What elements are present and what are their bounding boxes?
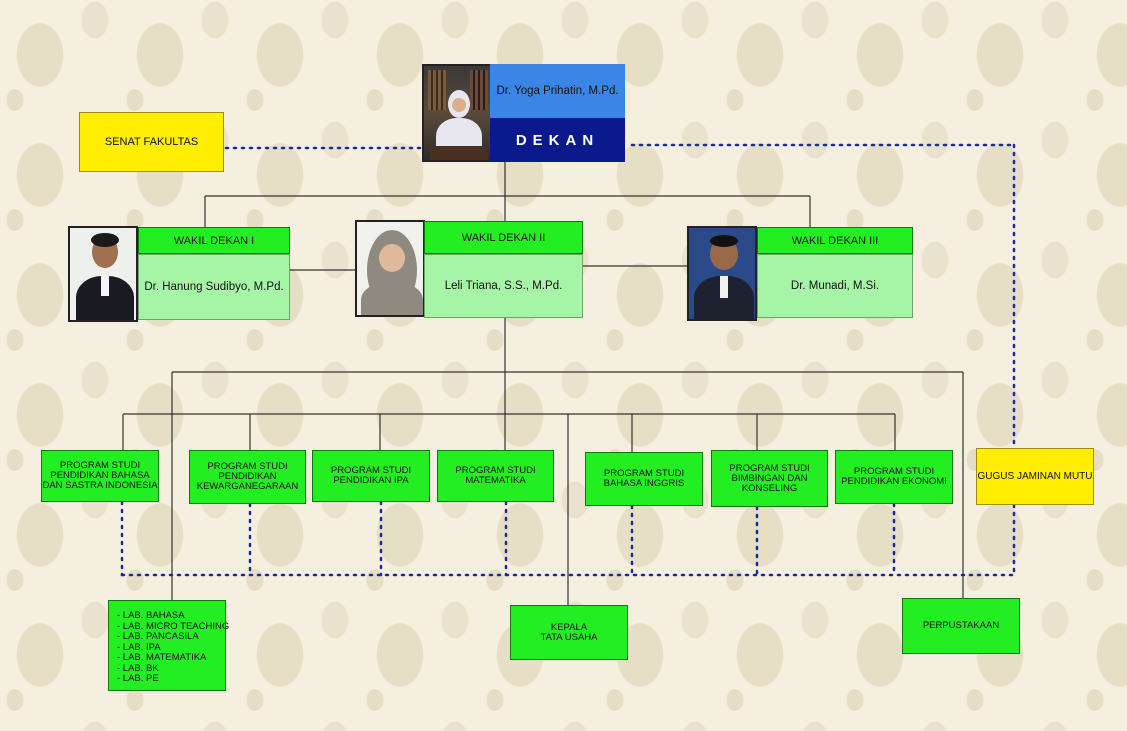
vice-dean-1-title: WAKIL DEKAN I — [138, 227, 290, 254]
vice-dean-2-photo — [355, 220, 425, 317]
vice-dean-3-name: Dr. Munadi, M.Si. — [757, 254, 913, 318]
program-label: PROGRAM STUDI PENDIDIKAN EKONOMI — [841, 466, 947, 487]
dean-title: DEKAN — [490, 118, 625, 162]
lab-item: - LAB. MATEMATIKA — [117, 652, 207, 663]
vice-dean-2-title: WAKIL DEKAN II — [424, 221, 583, 254]
labs-box: - LAB. BAHASA - LAB. MICRO TEACHING - LA… — [108, 600, 230, 691]
dean-photo — [422, 64, 492, 162]
lab-item: - LAB. BAHASA — [117, 610, 185, 621]
library-box: PERPUSTAKAAN — [902, 598, 1020, 654]
admin-label: KEPALA TATA USAHA — [540, 621, 598, 643]
program-box-bahasa-indonesia: PROGRAM STUDI PENDIDIKAN BAHASA DAN SAST… — [41, 450, 159, 502]
quality-label: GUGUS JAMINAN MUTU — [977, 470, 1093, 482]
lab-item: - LAB. IPA — [117, 641, 161, 653]
library-label: PERPUSTAKAAN — [922, 620, 1000, 631]
lab-item: - LAB. PE — [117, 673, 159, 684]
program-label: PROGRAM STUDI PENDIDIKAN IPA — [330, 465, 412, 486]
program-label: PROGRAM STUDI BAHASA INGGRIS — [603, 468, 685, 489]
vice-dean-1-photo — [68, 226, 138, 322]
program-label: PROGRAM STUDI BIMBINGAN DAN KONSELING — [729, 462, 810, 494]
program-box-bimbingan-konseling: PROGRAM STUDI BIMBINGAN DAN KONSELING — [711, 450, 828, 507]
dean-name: Dr. Yoga Prihatin, M.Pd. — [490, 64, 625, 118]
quality-assurance-box: GUGUS JAMINAN MUTU — [976, 448, 1094, 505]
program-box-kewarganegaraan: PROGRAM STUDI PENDIDIKAN KEWARGANEGARAAN — [189, 450, 306, 504]
admin-head-box: KEPALA TATA USAHA — [510, 605, 628, 660]
program-box-ipa: PROGRAM STUDI PENDIDIKAN IPA — [312, 450, 430, 502]
vice-dean-1-name: Dr. Hanung Sudibyo, M.Pd. — [138, 254, 290, 320]
vice-dean-3-photo — [687, 226, 757, 321]
senate-box: SENAT FAKULTAS — [79, 112, 224, 172]
program-label: PROGRAM STUDI MATEMATIKA — [455, 465, 536, 486]
lab-item: - LAB. MICRO TEACHING — [117, 620, 230, 632]
vice-dean-2-name: Leli Triana, S.S., M.Pd. — [424, 254, 583, 318]
program-box-bahasa-inggris: PROGRAM STUDI BAHASA INGGRIS — [585, 452, 703, 506]
program-box-matematika: PROGRAM STUDI MATEMATIKA — [437, 450, 554, 502]
lab-item: - LAB. PANCASILA — [117, 631, 199, 642]
senate-label: SENAT FAKULTAS — [104, 136, 199, 148]
lab-item: - LAB. BK — [117, 662, 159, 674]
program-box-ekonomi: PROGRAM STUDI PENDIDIKAN EKONOMI — [835, 450, 953, 504]
vice-dean-3-title: WAKIL DEKAN III — [757, 227, 913, 254]
program-label: PROGRAM STUDI PENDIDIKAN BAHASA DAN SAST… — [42, 460, 158, 491]
program-label: PROGRAM STUDI PENDIDIKAN KEWARGANEGARAAN — [196, 461, 299, 492]
